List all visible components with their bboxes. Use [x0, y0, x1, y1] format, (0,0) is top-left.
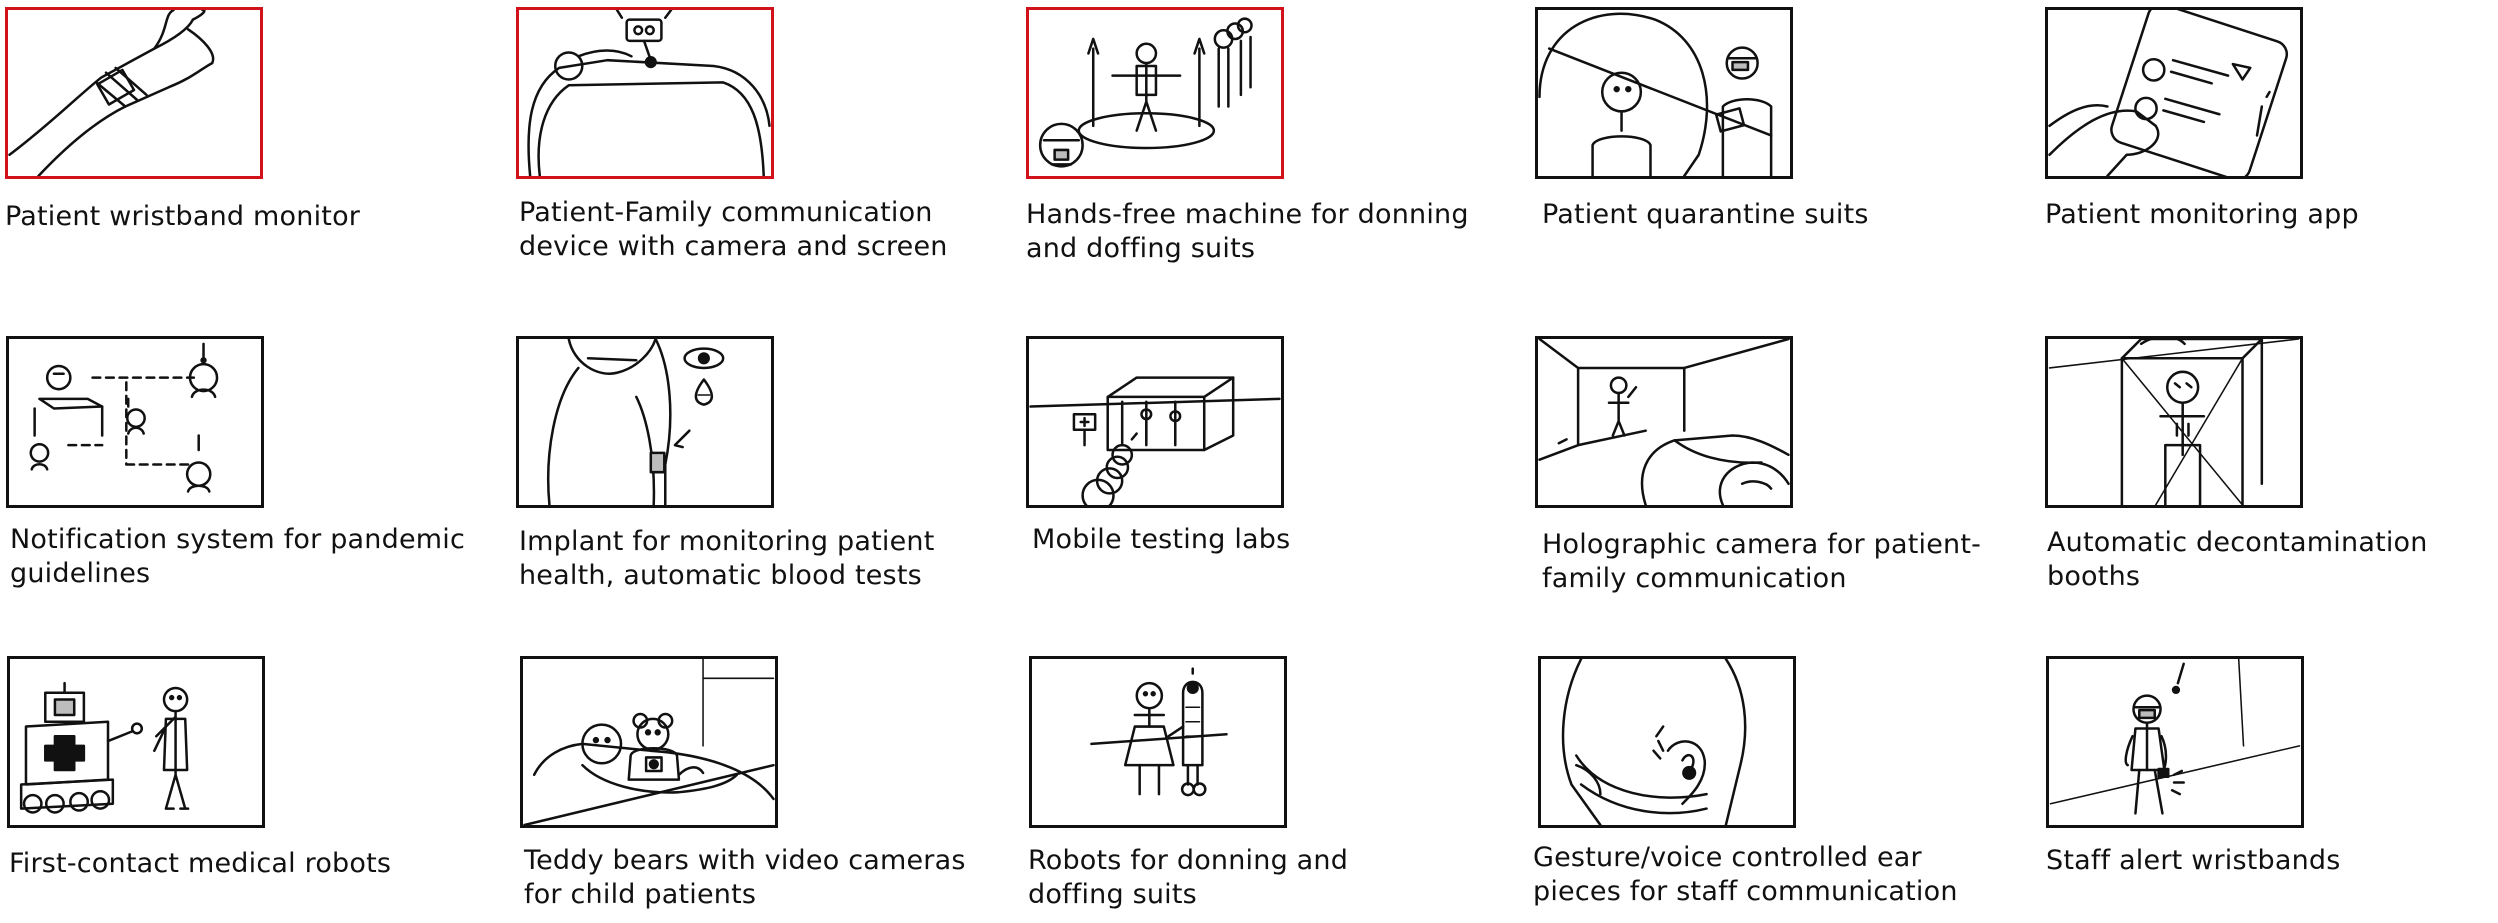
concept-label: Robots for donning and doffing suits: [1028, 845, 1349, 910]
staff-alert-icon: [2049, 659, 2301, 815]
concept-label: Patient-Family communication device with…: [519, 197, 948, 262]
concept-label: Patient wristband monitor: [5, 201, 361, 232]
teddy-bear-icon: [523, 659, 775, 825]
concept-label: Patient quarantine suits: [1542, 199, 1869, 230]
sketch-frame: [1538, 656, 1796, 828]
concept-label: Holographic camera for patient- family c…: [1542, 529, 1982, 594]
sketch-frame: [7, 656, 265, 828]
concept-label: Implant for monitoring patient health, a…: [519, 526, 935, 591]
earpiece-icon: [1561, 659, 1747, 825]
concept-label: Gesture/voice controlled ear pieces for …: [1533, 842, 1958, 907]
concept-label: Notification system for pandemic guideli…: [10, 524, 465, 589]
concept-label: Staff alert wristbands: [2046, 845, 2341, 876]
wristband-icon: [8, 10, 215, 176]
concept-label: Teddy bears with video cameras for child…: [524, 845, 966, 910]
sketch-frame: [2046, 656, 2304, 828]
quarantine-suit-icon: [1538, 12, 1773, 176]
sketch-frame: [5, 7, 263, 179]
suit-machine-icon: [1038, 17, 1253, 168]
sketch-frame: [1535, 336, 1793, 508]
donning-robot-icon: [1090, 667, 1228, 797]
camera-device-icon: [527, 10, 771, 176]
hologram-icon: [1538, 339, 1790, 505]
sketch-frame: [1535, 7, 1793, 179]
sketch-frame: [2045, 336, 2303, 508]
sketch-frame: [516, 336, 774, 508]
mobile-lab-icon: [1029, 376, 1281, 505]
concept-label: Automatic decontamination booths: [2047, 527, 2428, 592]
notification-network-icon: [29, 342, 219, 493]
implant-icon: [546, 339, 725, 505]
sketch-frame: [1026, 336, 1284, 508]
concept-label: Mobile testing labs: [1032, 524, 1291, 555]
concept-label: First-contact medical robots: [9, 848, 392, 879]
sketch-frame: [1026, 7, 1284, 179]
sketch-frame: [6, 336, 264, 508]
sketch-frame: [1029, 656, 1287, 828]
concept-label: Patient monitoring app: [2045, 199, 2359, 230]
medical-robot-icon: [19, 681, 190, 814]
decontamination-booth-icon: [2048, 339, 2300, 505]
sketch-frame: [516, 7, 774, 179]
sketch-frame: [520, 656, 778, 828]
concept-label: Hands-free machine for donning and doffi…: [1026, 199, 1469, 264]
phone-app-icon: [2048, 10, 2289, 176]
sketch-frame: [2045, 7, 2303, 179]
